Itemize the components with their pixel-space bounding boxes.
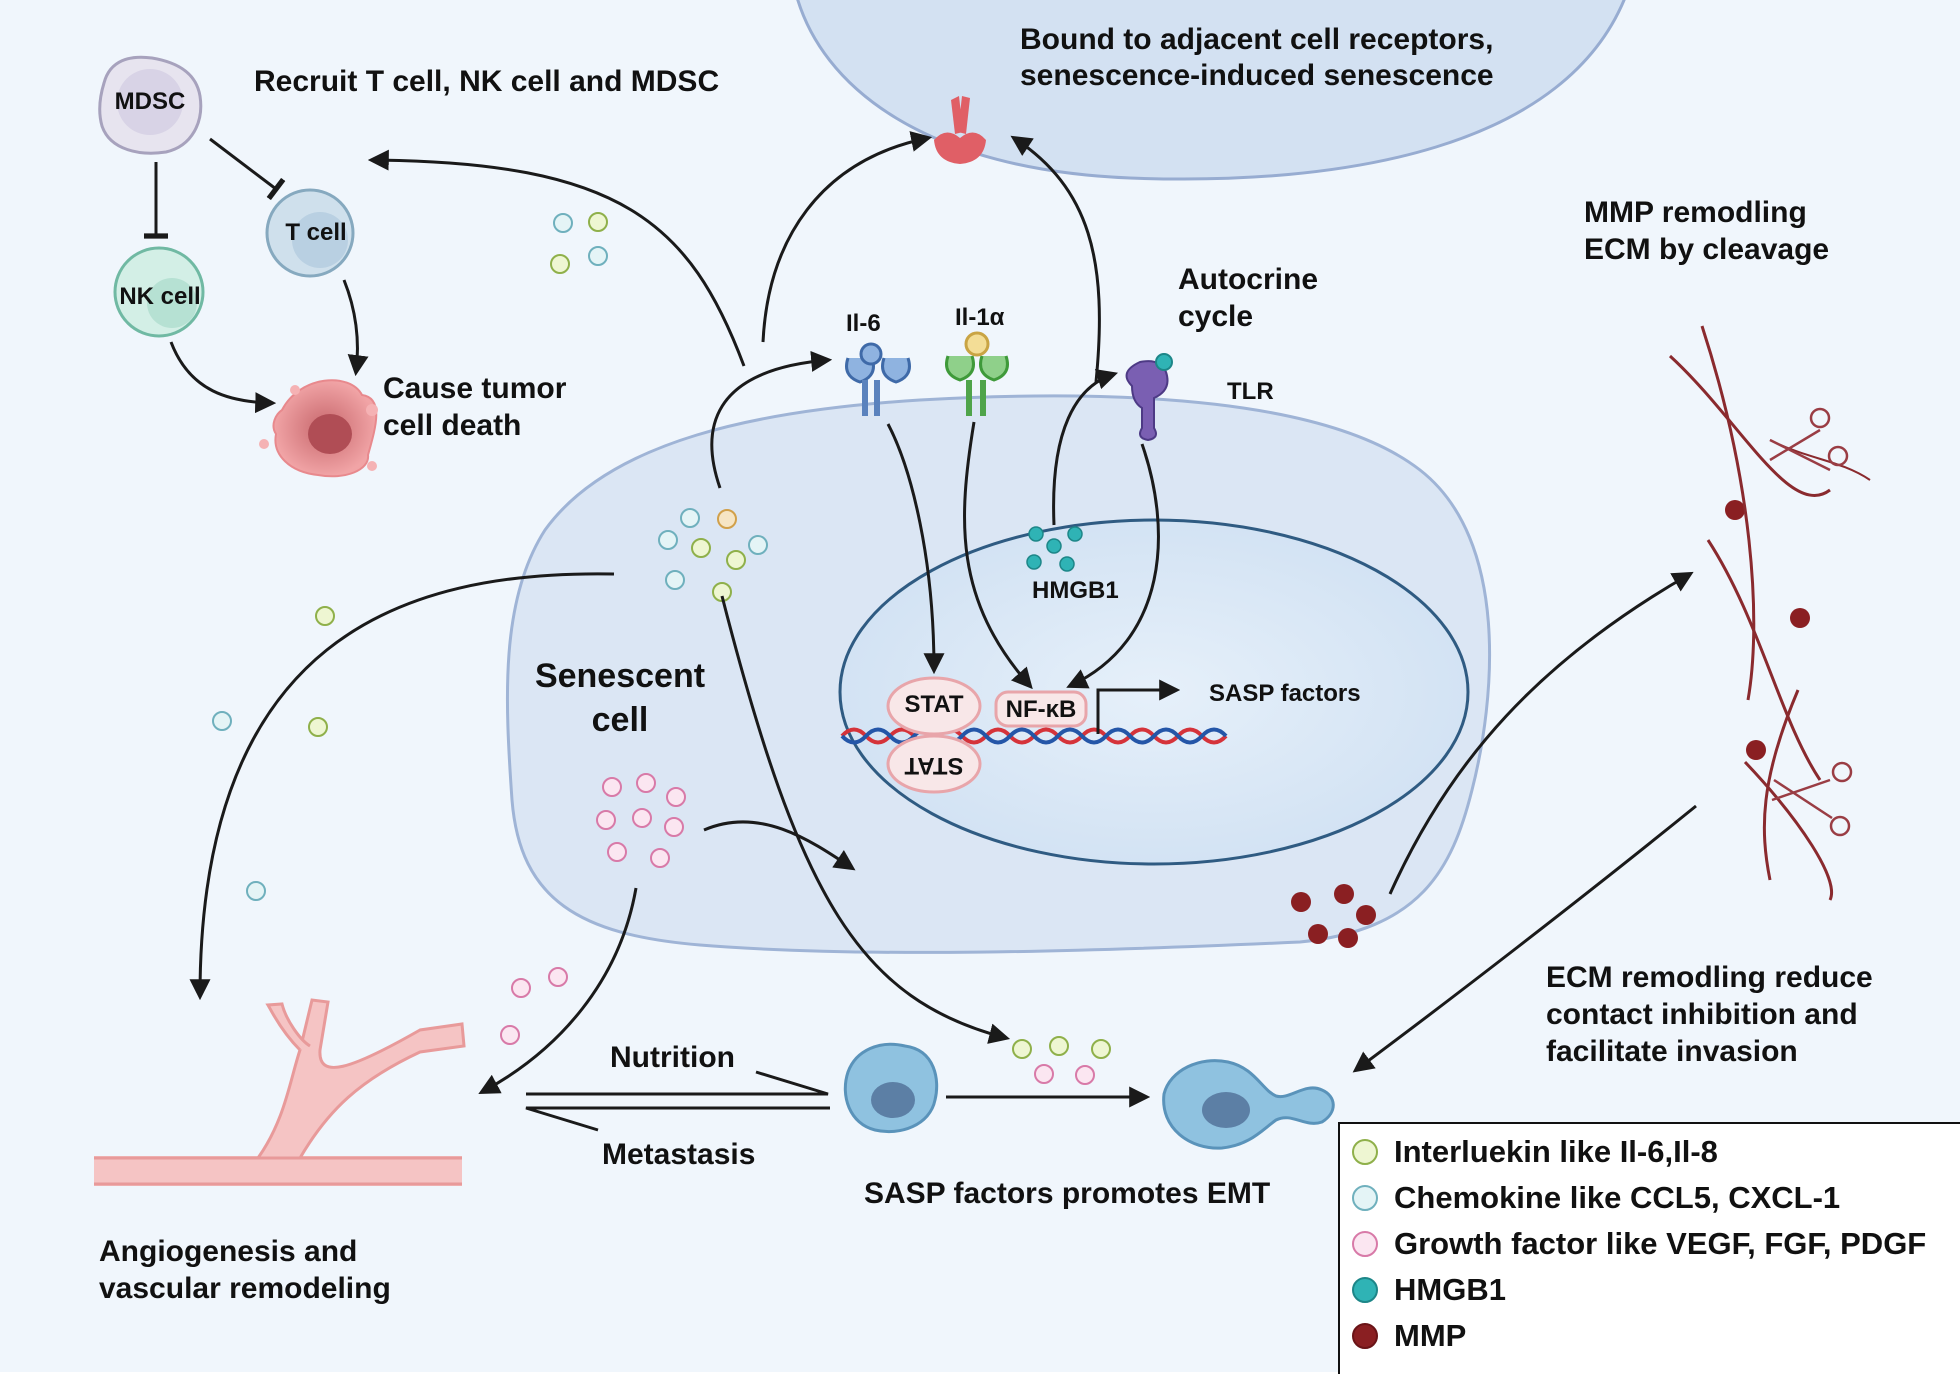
il1a-label: Il-1α [955,304,1005,331]
nutrition-label: Nutrition [610,1041,735,1074]
legend-chemokine-label: Chemokine like CCL5, CXCL-1 [1394,1180,1841,1215]
recruit-label: Recruit T cell, NK cell and MDSC [254,65,720,98]
arrow-growth-to-vessel [478,887,638,1094]
mmp-particles [1291,500,1810,948]
arrow-tlr-nfkb [1066,443,1160,689]
mdsc-label: MDSC [114,88,186,115]
tlr-receptor [1125,353,1173,442]
nkcell-label: NK cell [119,283,201,310]
bound-label-line2: senescence-induced senescence [1020,59,1494,92]
ecm-label-line1: ECM remodling reduce [1546,961,1873,994]
metastasis-label: Metastasis [602,1138,756,1171]
growth-factor-particles [500,773,686,1045]
legend-mmp: MMP [1352,1316,1466,1356]
nfkb-box [994,690,1088,728]
adjacent-cell [796,0,1626,181]
ecm-label-line3: facilitate invasion [1546,1035,1798,1068]
sasp-emt-label: SASP factors promotes EMT [864,1177,1271,1210]
mmp-label-line2: ECM by cleavage [1584,233,1830,266]
floating-particles [212,212,1111,1085]
hmgb1-label: HMGB1 [1032,577,1119,604]
stat-top-label: STAT [904,691,964,718]
nutrition-metastasis-arrows [525,1070,830,1132]
ecm-label-line2: contact inhibition and [1546,998,1858,1031]
stat-top-oval [886,676,982,736]
arrow-mmp-to-ecm [1388,571,1694,895]
arrow-to-angiogenesis [189,572,615,1001]
sasp-particles-center [658,508,768,602]
autocrine-label-line2: cycle [1178,300,1254,333]
ecm-fibers [1668,325,1871,901]
autocrine-label-line1: Autocrine [1178,263,1319,296]
nfkb-label: NF-κB [1005,696,1077,723]
legend-interleukin-swatch [1352,1139,1378,1165]
legend-hmgb1: HMGB1 [1352,1270,1506,1310]
arrow-sasp-to-emt-particles [720,595,1011,1044]
tcell-label: T cell [285,219,347,246]
angio-label-line2: vascular remodeling [99,1272,391,1305]
il1a-receptor [945,331,1009,416]
senescent-label-line1: Senescent [534,657,706,695]
legend-interleukin-label: Interluekin like Il-6,Il-8 [1394,1134,1718,1169]
il6-label: Il-6 [846,310,881,337]
legend-mmp-swatch [1352,1323,1378,1349]
mdsc-inhibits-t [209,137,286,201]
legend-growth-factor: Growth factor like VEGF, FGF, PDGF [1352,1224,1926,1264]
legend-growth-factor-label: Growth factor like VEGF, FGF, PDGF [1394,1226,1927,1261]
legend-hmgb1-label: HMGB1 [1394,1272,1506,1307]
arrow-il6-stat [886,423,945,675]
scissors-icon-top [1769,407,1849,472]
legend-chemokine: Chemokine like CCL5, CXCL-1 [1352,1178,1840,1218]
mmp-label-line1: MMP remodling [1584,196,1807,229]
il6-receptor [845,342,911,416]
arrow-recruit [367,149,746,367]
legend-hmgb1-swatch [1352,1277,1378,1303]
scissors-icon-bottom [1771,761,1853,837]
arrow-ecm-to-emt [1352,804,1697,1073]
senescent-label-line2: cell [591,701,649,739]
tumor-death-label-line1: Cause tumor [383,372,567,405]
bound-label-line1: Bound to adjacent cell receptors, [1020,23,1494,56]
sasp-factors-label: SASP factors [1209,680,1361,707]
arrow-to-bound-receptor [761,131,933,343]
tumor-cell-emt [1162,1059,1335,1150]
arrow-autocrine-up [1010,135,1101,383]
tumor-cell-dying [259,379,378,478]
bound-receptor [934,96,986,164]
nucleus [838,518,1470,866]
legend-chemokine-swatch [1352,1185,1378,1211]
tumor-cell-sasp [843,1042,939,1134]
stat-bottom-label: STAT [904,751,964,779]
arrow-hmgb1-tlr [1052,369,1119,526]
arrow-nkcell-tumor [169,341,277,414]
transcription-arrow [1096,679,1181,734]
arrow-il1a-nfkb [963,421,1033,690]
legend-mmp-label: MMP [1394,1318,1467,1353]
t-cell [265,188,355,278]
legend-growth-factor-swatch [1352,1231,1378,1257]
arrow-sasp-il6 [710,350,833,489]
stat-bottom-oval [886,734,982,794]
mdsc-cell [98,55,203,155]
blood-vessel [94,998,466,1186]
angio-label-line1: Angiogenesis and [99,1235,358,1268]
arrow-tcell-tumor [342,279,369,377]
tlr-label: TLR [1227,378,1274,405]
nk-cell [113,246,205,338]
hmgb1-particles [1026,526,1083,572]
legend-interleukin: Interluekin like Il-6,Il-8 [1352,1132,1718,1172]
tumor-death-label-line2: cell death [383,409,522,442]
arrow-growth-to-emt [703,820,856,871]
